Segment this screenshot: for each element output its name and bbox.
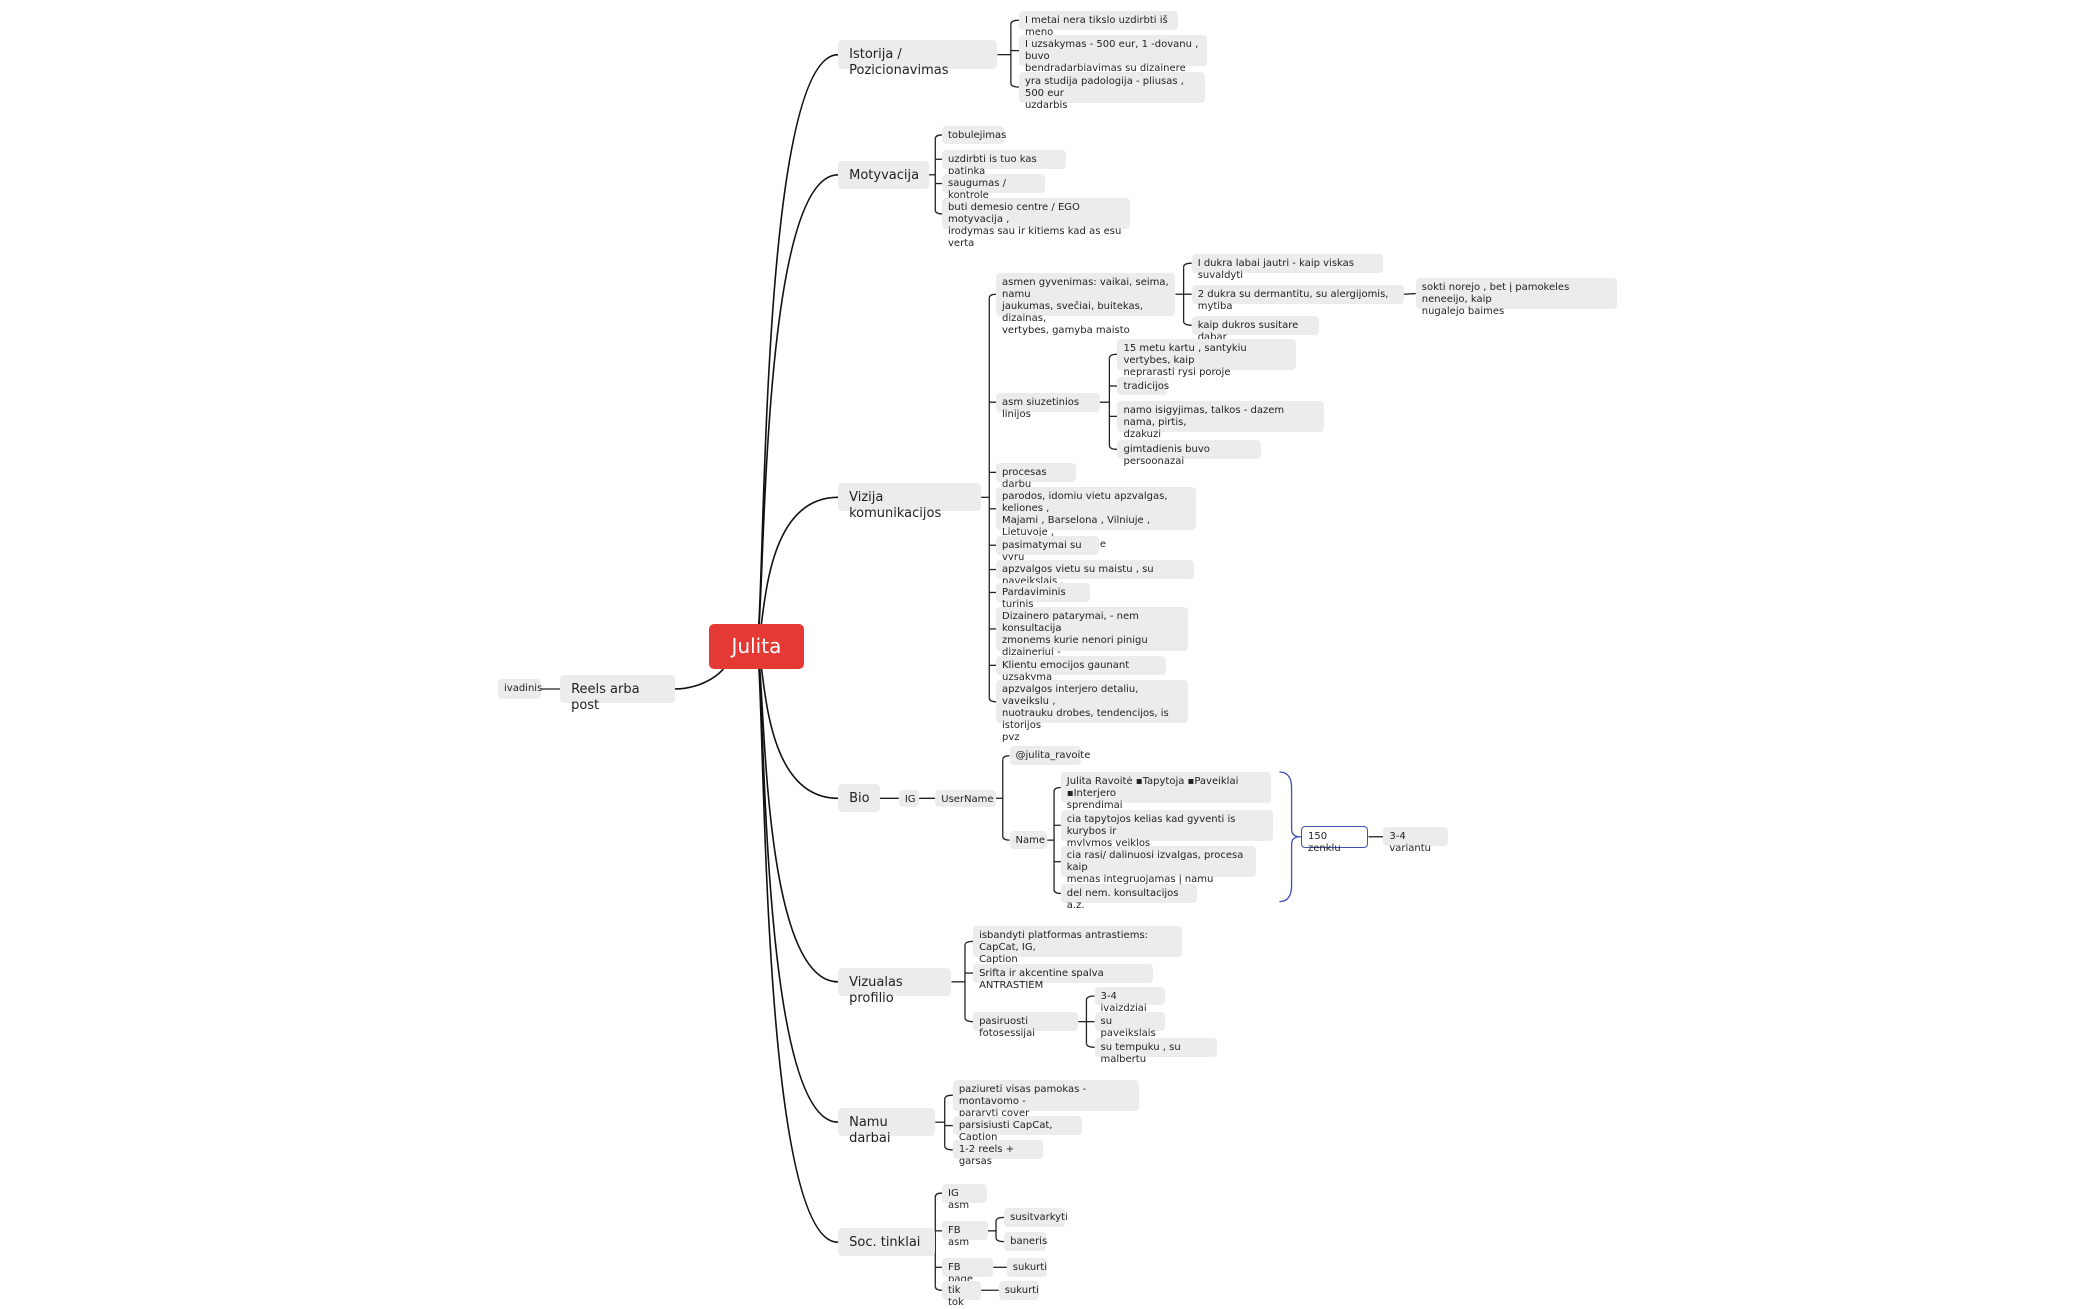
subtopic[interactable]: tik tok [942, 1280, 982, 1308]
connector-line [988, 697, 997, 703]
subtopic[interactable]: procesas darbu [996, 462, 1076, 490]
subtopic[interactable]: parodos, idomiu vietu apzvalgas, kelione… [996, 487, 1196, 550]
connector-line [1053, 786, 1061, 792]
connector-line [755, 644, 839, 1123]
subtopic[interactable]: Dizainero patarymai, - nem konsultacija … [996, 607, 1188, 670]
subtopic-name[interactable]: Name [1009, 831, 1048, 849]
subtopic[interactable]: parsisiusti CapCat, Caption [952, 1116, 1083, 1143]
subtopic[interactable]: FB asm [942, 1221, 988, 1248]
subtopic[interactable]: gimtadienis buvo persoonazai [1117, 439, 1261, 467]
connector-line [1085, 1043, 1095, 1048]
branch-bio[interactable]: Bio [838, 784, 880, 813]
subtopic[interactable]: isbandyti platformas antrastiems: CapCat… [973, 925, 1183, 965]
connector-line [934, 209, 943, 215]
connector-line [934, 1192, 943, 1198]
subtopic[interactable]: su paveikslais [1094, 1012, 1165, 1039]
connector-line [1182, 262, 1192, 268]
subtopic[interactable]: Julita Ravoitė ▪Tapytoja ▪Paveiklai ▪Int… [1060, 771, 1272, 811]
subtopic[interactable]: del nem. konsultacijos a.z. [1060, 883, 1198, 911]
connector-line [1403, 292, 1416, 295]
subtopic-ivadinis[interactable]: ivadinis [498, 678, 542, 700]
connector-line [934, 134, 943, 140]
subtopic[interactable]: Srifta ir akcentine spalva ANTRASTIEM [973, 963, 1153, 991]
subtopic[interactable]: baneris [1004, 1232, 1047, 1252]
subtopic[interactable]: IG asm [942, 1183, 987, 1211]
connector-line [988, 293, 997, 299]
subtopic[interactable]: cia tapytojos kelias kad gyventi is kury… [1060, 809, 1273, 849]
subtopic[interactable]: 2 dukra su dermantitu, su alergijomis, m… [1191, 284, 1404, 312]
subtopic[interactable]: susitvarkyti [1004, 1207, 1068, 1227]
connector-line [755, 644, 839, 983]
subtopic[interactable]: apzvalgos interjero detaliu, vaveikslu ,… [996, 680, 1188, 743]
subtopic[interactable]: FB page [942, 1257, 994, 1285]
subtopic[interactable]: tradicijos [1117, 376, 1169, 396]
root-topic[interactable]: Julita [708, 623, 805, 670]
subtopic[interactable]: uzdirbti is tuo kas patinka [942, 149, 1067, 177]
subtopic[interactable]: namo isigyjimas, talkos - dazem nama, pi… [1117, 400, 1324, 440]
subtopic[interactable]: paziureti visas pamokas - montavomo - pa… [952, 1079, 1140, 1119]
subtopic[interactable]: I dukra labai jautri - kaip viskas suval… [1191, 253, 1384, 281]
subtopic[interactable]: su tempuku , su malbertu [1094, 1037, 1218, 1065]
connector-line [755, 173, 839, 646]
subtopic[interactable]: sokti norejo , bet į pamokeles neneeijo,… [1415, 278, 1617, 317]
subtopic[interactable]: 3-4 ivaizdziai [1094, 986, 1165, 1014]
connector-line [934, 1286, 943, 1291]
subtopic[interactable]: I uzsakymas - 500 eur, 1 -dovanu , buvo … [1018, 35, 1207, 74]
subtopic[interactable]: 3-4 variantu [1383, 827, 1449, 854]
subtopic[interactable]: pasiruosti fotosessijai [973, 1012, 1079, 1039]
subtopic[interactable]: asmen gyvenimas: vaikai, seima, namu jau… [996, 272, 1176, 336]
branch-vizija-komunikacijos[interactable]: Vizija komunikacijos [838, 483, 982, 521]
subtopic[interactable]: kaip dukros susitare dabar [1191, 315, 1319, 343]
subtopic-ig[interactable]: IG [898, 789, 920, 808]
connector-line [1182, 321, 1192, 326]
subtopic[interactable]: Pardaviminis turinis [996, 583, 1091, 610]
connector-line [1108, 353, 1118, 359]
connector-line [1002, 755, 1010, 760]
connector-line [964, 1017, 974, 1023]
connector-line [1010, 19, 1019, 25]
connector-line [1053, 889, 1061, 895]
subtopic[interactable]: asm siuzetinios linijos [996, 392, 1100, 420]
summary-topic[interactable]: 150 zenklu [1301, 825, 1369, 854]
subtopic-username[interactable]: UserName [935, 789, 996, 808]
subtopic[interactable]: saugumas / kontrole [942, 174, 1045, 201]
subtopic[interactable]: buti demesio centre / EGO motyvacija , i… [942, 198, 1130, 249]
subtopic[interactable]: cia rasi/ dalinuosi izvalgas, procesa ka… [1060, 846, 1257, 897]
subtopic[interactable]: sukurti [1006, 1257, 1048, 1277]
subtopic[interactable]: I metai nera tikslo uzdirbti iš meno [1018, 10, 1179, 38]
connector-line [995, 1216, 1005, 1222]
branch-soc-tinklai[interactable]: Soc. tinklai [838, 1228, 936, 1257]
connector-line [755, 53, 839, 646]
subtopic[interactable]: sukurti [998, 1280, 1040, 1300]
subtopic[interactable]: 1-2 reels + garsas [952, 1140, 1044, 1167]
subtopic[interactable]: 15 metu kartu , santykiu vertybes, kaip … [1117, 338, 1296, 378]
subtopic[interactable]: pasimatymai su vyru [996, 535, 1099, 563]
connector-line [755, 644, 839, 1244]
connector-line [1010, 82, 1019, 88]
connector-line [944, 1145, 953, 1151]
connector-line [995, 1237, 1005, 1243]
branch-istorija[interactable]: Istorija / Pozicionavimas [838, 40, 998, 78]
connector-line [755, 496, 839, 646]
subtopic[interactable]: Klientu emocijos gaunant uzsakyma [996, 655, 1167, 683]
connector-line [964, 940, 974, 946]
connector-line [1002, 836, 1010, 841]
branch-motyvacija[interactable]: Motyvacija [838, 160, 929, 189]
branch-namu-darbai[interactable]: Namu darbai [838, 1108, 936, 1146]
topic-reels-arba-post[interactable]: Reels arba post [560, 674, 675, 713]
subtopic-handle[interactable]: @julita_ravoite [1009, 746, 1090, 766]
subtopic[interactable]: yra studija padologija - pliusas , 500 e… [1018, 71, 1206, 111]
connector-line [1085, 995, 1095, 1001]
connector-line [1108, 445, 1118, 451]
connector-line [1279, 771, 1300, 903]
subtopic[interactable]: apzvalgos vietu su maistu , su paveiksla… [996, 560, 1195, 587]
branch-vizualas-profilio[interactable]: Vizualas profilio [838, 967, 952, 1006]
connector-line [944, 1094, 953, 1100]
subtopic[interactable]: tobulejimas [942, 125, 1006, 145]
